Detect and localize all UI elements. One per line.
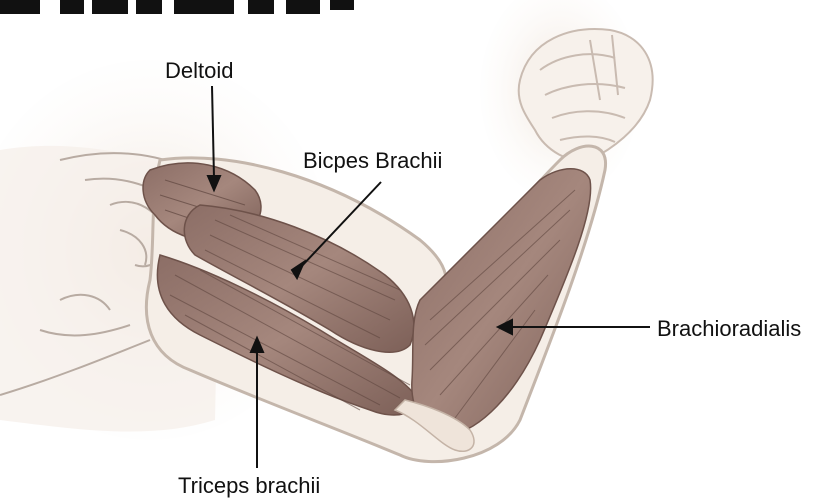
label-triceps-brachii: Triceps brachii	[178, 473, 320, 499]
label-brachioradialis: Brachioradialis	[657, 316, 801, 342]
label-deltoid: Deltoid	[165, 58, 233, 84]
label-biceps-brachii: Bicpes Brachii	[303, 148, 442, 174]
cropped-title-fragment	[0, 0, 354, 14]
